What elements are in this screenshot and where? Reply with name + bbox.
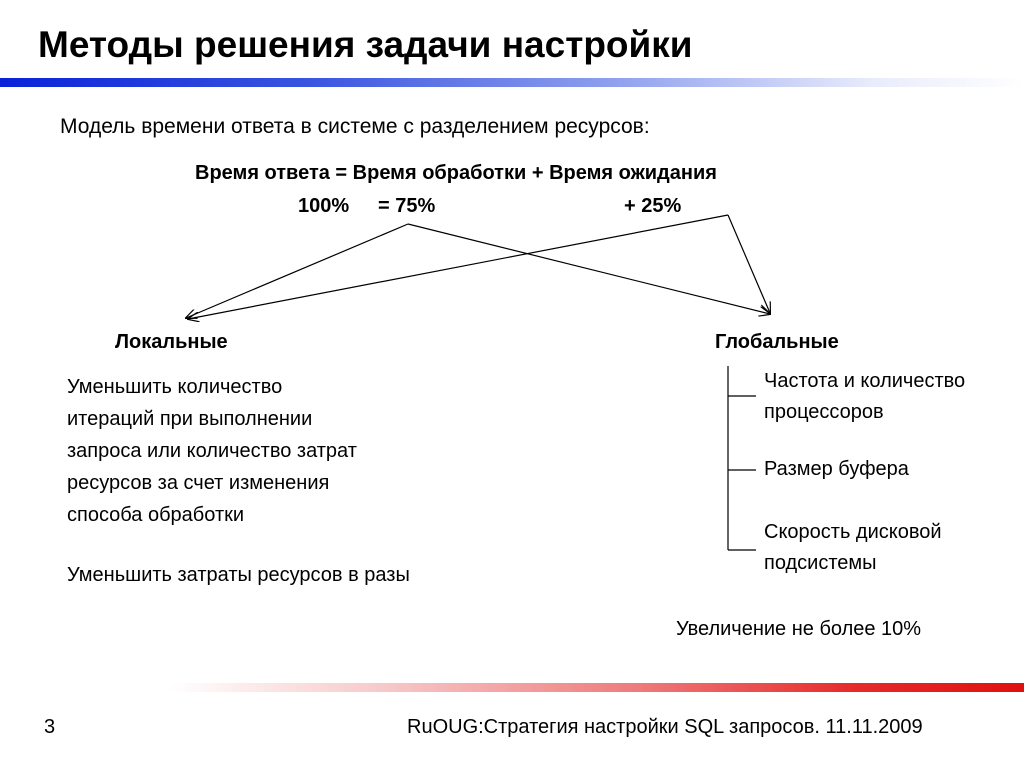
global-methods-effect: Увеличение не более 10% xyxy=(676,618,922,640)
model-subtitle: Модель времени ответа в системе с раздел… xyxy=(60,115,650,138)
local-methods-effect: Уменьшить затраты ресурсов в разы xyxy=(67,564,410,586)
percent-total: 100% xyxy=(298,195,350,217)
footer-caption: RuOUG:Стратегия настройки SQL запросов. … xyxy=(407,716,923,738)
global-methods-title: Глобальные xyxy=(715,331,839,353)
global-item-buffer: Размер буфера xyxy=(764,458,909,480)
global-item-cpu: Частота и количество процессоров xyxy=(764,370,966,423)
percent-processing: = 75% xyxy=(378,195,436,217)
page-title: Методы решения задачи настройки xyxy=(38,24,693,65)
title-underline-bar xyxy=(0,78,1024,87)
page-number: 3 xyxy=(44,716,56,738)
local-methods-description: Уменьшить количество итераций при выполн… xyxy=(67,376,357,526)
arrow-waiting-to-local xyxy=(188,214,729,319)
global-item-disk: Скорость дисковой подсистемы xyxy=(764,521,942,574)
footer-bar xyxy=(170,683,1024,692)
percent-waiting: + 25% xyxy=(624,195,682,217)
response-time-formula: Время ответа = Время обработки + Время о… xyxy=(195,162,717,184)
arrow-processing-to-global xyxy=(407,223,770,314)
arrow-waiting-to-global xyxy=(727,214,770,313)
arrow-processing-to-local xyxy=(186,223,409,318)
local-methods-title: Локальные xyxy=(115,331,228,353)
